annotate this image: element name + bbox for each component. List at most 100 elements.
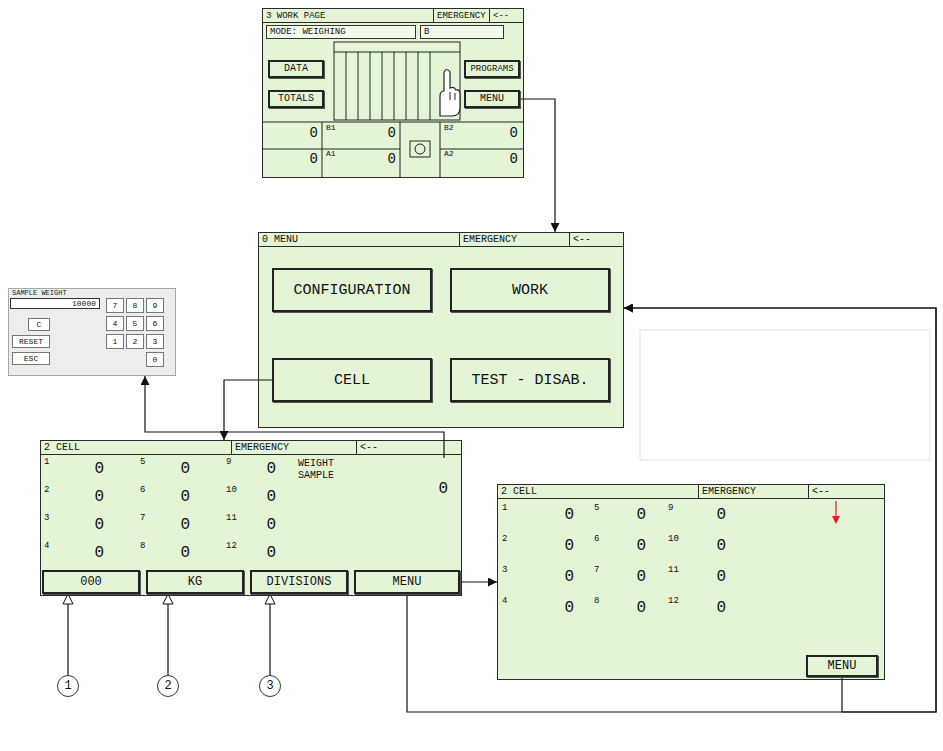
key-label: 1 bbox=[113, 338, 118, 346]
title-separator bbox=[356, 441, 357, 455]
bar-graph bbox=[334, 42, 460, 120]
key-label: 5 bbox=[133, 320, 138, 328]
button-label: MENU bbox=[828, 660, 857, 672]
sample-text: 0 bbox=[438, 480, 448, 498]
title-text: <-- bbox=[812, 485, 830, 499]
title-text: EMERGENCY bbox=[702, 485, 756, 499]
screen-button: CONFIGURATION bbox=[272, 268, 432, 312]
key-label: 0 bbox=[153, 356, 158, 364]
field-text: MODE: WEIGHING bbox=[270, 28, 346, 37]
cell-value: 0 bbox=[180, 489, 190, 505]
flow-arrow bbox=[624, 308, 936, 712]
cell-value: 0 bbox=[716, 538, 726, 554]
field-text: 10000 bbox=[72, 300, 96, 308]
key-label: RESET bbox=[19, 338, 43, 346]
cell-index: 8 bbox=[140, 542, 145, 551]
cell-index: 2 bbox=[44, 486, 49, 495]
title-text: 0 MENU bbox=[262, 233, 298, 247]
popup-title: SAMPLE WEIGHT bbox=[12, 289, 67, 298]
button-label: 000 bbox=[80, 576, 102, 588]
key-label: 7 bbox=[113, 302, 118, 310]
screen-button: MENU bbox=[464, 90, 520, 108]
status-value: 0 bbox=[510, 152, 518, 166]
flow-arrow bbox=[407, 308, 936, 712]
display-field: MODE: WEIGHING bbox=[266, 25, 416, 39]
callout-arrow bbox=[167, 594, 168, 675]
keypad-key: 3 bbox=[146, 334, 164, 349]
keypad-key: 6 bbox=[146, 316, 164, 331]
title-text: <-- bbox=[360, 441, 378, 455]
cell-value: 0 bbox=[266, 545, 276, 561]
title-text: <-- bbox=[493, 9, 509, 23]
keypad-key: C bbox=[28, 318, 50, 331]
key-label: 6 bbox=[153, 320, 158, 328]
weight-sample-field: WEIGHT SAMPLE 0 bbox=[296, 458, 456, 498]
callout-arrow bbox=[67, 594, 68, 675]
flow-arrow bbox=[520, 99, 555, 232]
callout-text: 2 bbox=[164, 680, 171, 692]
cell-value: 0 bbox=[636, 600, 646, 616]
title-text: EMERGENCY bbox=[463, 233, 517, 247]
cell-index: 11 bbox=[668, 566, 679, 575]
cell-value: 0 bbox=[564, 600, 574, 616]
flow-arrow bbox=[224, 380, 272, 440]
cell-value: 0 bbox=[716, 569, 726, 585]
callout-text: 3 bbox=[266, 680, 273, 692]
cell-index: 8 bbox=[594, 597, 599, 606]
button-label: CELL bbox=[334, 373, 370, 388]
hmi-screen: 2 CELLEMERGENCY<--MENU bbox=[497, 484, 885, 680]
screen-button: DATA bbox=[268, 60, 324, 78]
keypad-key: 2 bbox=[126, 334, 144, 349]
key-label: 2 bbox=[133, 338, 138, 346]
keypad-key: 4 bbox=[106, 316, 124, 331]
screen-ground bbox=[262, 8, 524, 178]
button-label: DATA bbox=[284, 64, 308, 74]
title-separator bbox=[433, 9, 434, 23]
cell-index: 11 bbox=[226, 514, 237, 523]
title-text: EMERGENCY bbox=[235, 441, 289, 455]
cell-value: 0 bbox=[636, 569, 646, 585]
cell-value: 0 bbox=[94, 461, 104, 477]
cell-value: 0 bbox=[636, 507, 646, 523]
callout-number: 3 bbox=[259, 675, 281, 697]
keypad-key: RESET bbox=[12, 335, 50, 348]
screen-button: DIVISIONS bbox=[250, 570, 348, 594]
cell-index: 7 bbox=[140, 514, 145, 523]
cell-index: 1 bbox=[44, 458, 49, 467]
button-label: KG bbox=[188, 576, 202, 588]
cell-index: 7 bbox=[594, 566, 599, 575]
screen-button: PROGRAMS bbox=[464, 60, 520, 78]
screen-button: CELL bbox=[272, 358, 432, 402]
screen-button: MENU bbox=[354, 570, 460, 594]
sample-text: WEIGHT SAMPLE bbox=[298, 458, 348, 482]
keypad-key: 0 bbox=[146, 352, 164, 367]
screen-button: TOTALS bbox=[268, 90, 324, 108]
keypad-key: 5 bbox=[126, 316, 144, 331]
key-label: C bbox=[37, 321, 42, 329]
cell-index: 4 bbox=[502, 597, 507, 606]
cell-value: 0 bbox=[266, 461, 276, 477]
cell-index: 3 bbox=[502, 566, 507, 575]
callout-text: 1 bbox=[64, 680, 71, 692]
status-value: 0 bbox=[510, 126, 518, 140]
status-value: 0 bbox=[310, 152, 318, 166]
pointing-hand bbox=[440, 70, 460, 117]
key-label: 3 bbox=[153, 338, 158, 346]
red-arrow bbox=[832, 501, 840, 524]
screen-ground bbox=[40, 440, 462, 596]
cell-value: 0 bbox=[180, 517, 190, 533]
title-text: 2 CELL bbox=[44, 441, 80, 455]
display-field: 10000 bbox=[10, 298, 100, 309]
title-separator bbox=[489, 9, 490, 23]
button-label: WORK bbox=[512, 283, 548, 298]
key-label: 4 bbox=[113, 320, 118, 328]
keypad-ground bbox=[8, 288, 176, 376]
flow-arrow bbox=[460, 581, 497, 582]
button-label: CONFIGURATION bbox=[293, 283, 410, 298]
cell-value: 0 bbox=[180, 545, 190, 561]
screen-button: TEST - DISAB. bbox=[450, 358, 610, 402]
cell-index: 4 bbox=[44, 542, 49, 551]
keypad-key: 8 bbox=[126, 298, 144, 313]
title-text: <-- bbox=[573, 233, 591, 247]
button-label: MENU bbox=[393, 576, 422, 588]
